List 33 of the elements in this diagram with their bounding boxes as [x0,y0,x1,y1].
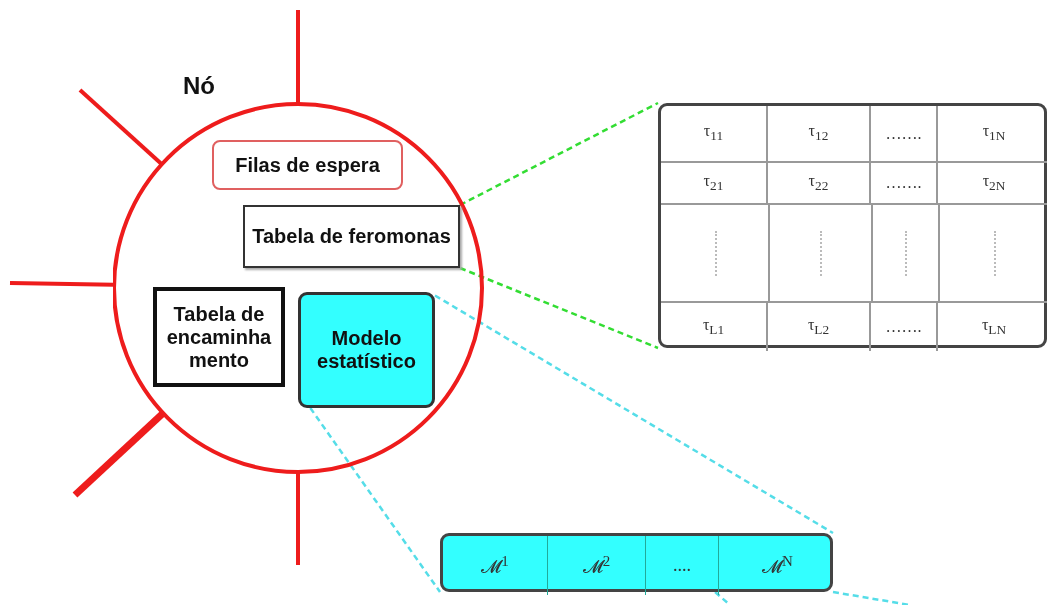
dashed-line [434,294,834,535]
link-line [296,472,300,565]
link-line [72,410,166,498]
link-line [78,88,164,166]
process-box: Filas de espera [212,140,403,190]
matrix-cell: τ$_{21}$ [661,163,768,205]
matrix-cell: τ$_{L2}$ [768,301,871,351]
matrix-cell: ……. [871,163,938,205]
dashed-line [459,266,659,350]
link-line [296,10,300,104]
model-cell: 𝓜$^{N}$ [719,536,836,595]
matrix-cell: τ$_{2N}$ [938,163,1047,205]
node-title: Nó [183,74,215,97]
matrix-cell: τ$_{L1}$ [661,301,768,351]
matrix-cell: τ$_{LN}$ [938,301,1047,351]
dashed-line [309,407,442,593]
model-cell: .... [646,536,719,595]
model-row [440,533,833,592]
matrix-cell: τ$_{1N}$ [938,106,1047,163]
matrix-cell: τ$_{22}$ [768,163,871,205]
link-line [832,590,911,605]
matrix-cell: τ$_{12}$ [768,106,871,163]
link-line [714,591,731,605]
process-box: Tabela de encaminhamento [153,287,285,387]
model-cell: 𝓜$^{2}$ [548,536,646,595]
link-line [9,281,115,287]
pheromone-table [658,103,1047,348]
matrix-cell: ……. [871,301,938,351]
model-cell: 𝓜$^{1}$ [443,536,548,595]
matrix-cell: τ$_{11}$ [661,106,768,163]
matrix-cell: ……. [871,106,938,163]
process-box: Tabela de feromonas [243,205,460,268]
process-box: Modelo estatístico [298,292,435,408]
